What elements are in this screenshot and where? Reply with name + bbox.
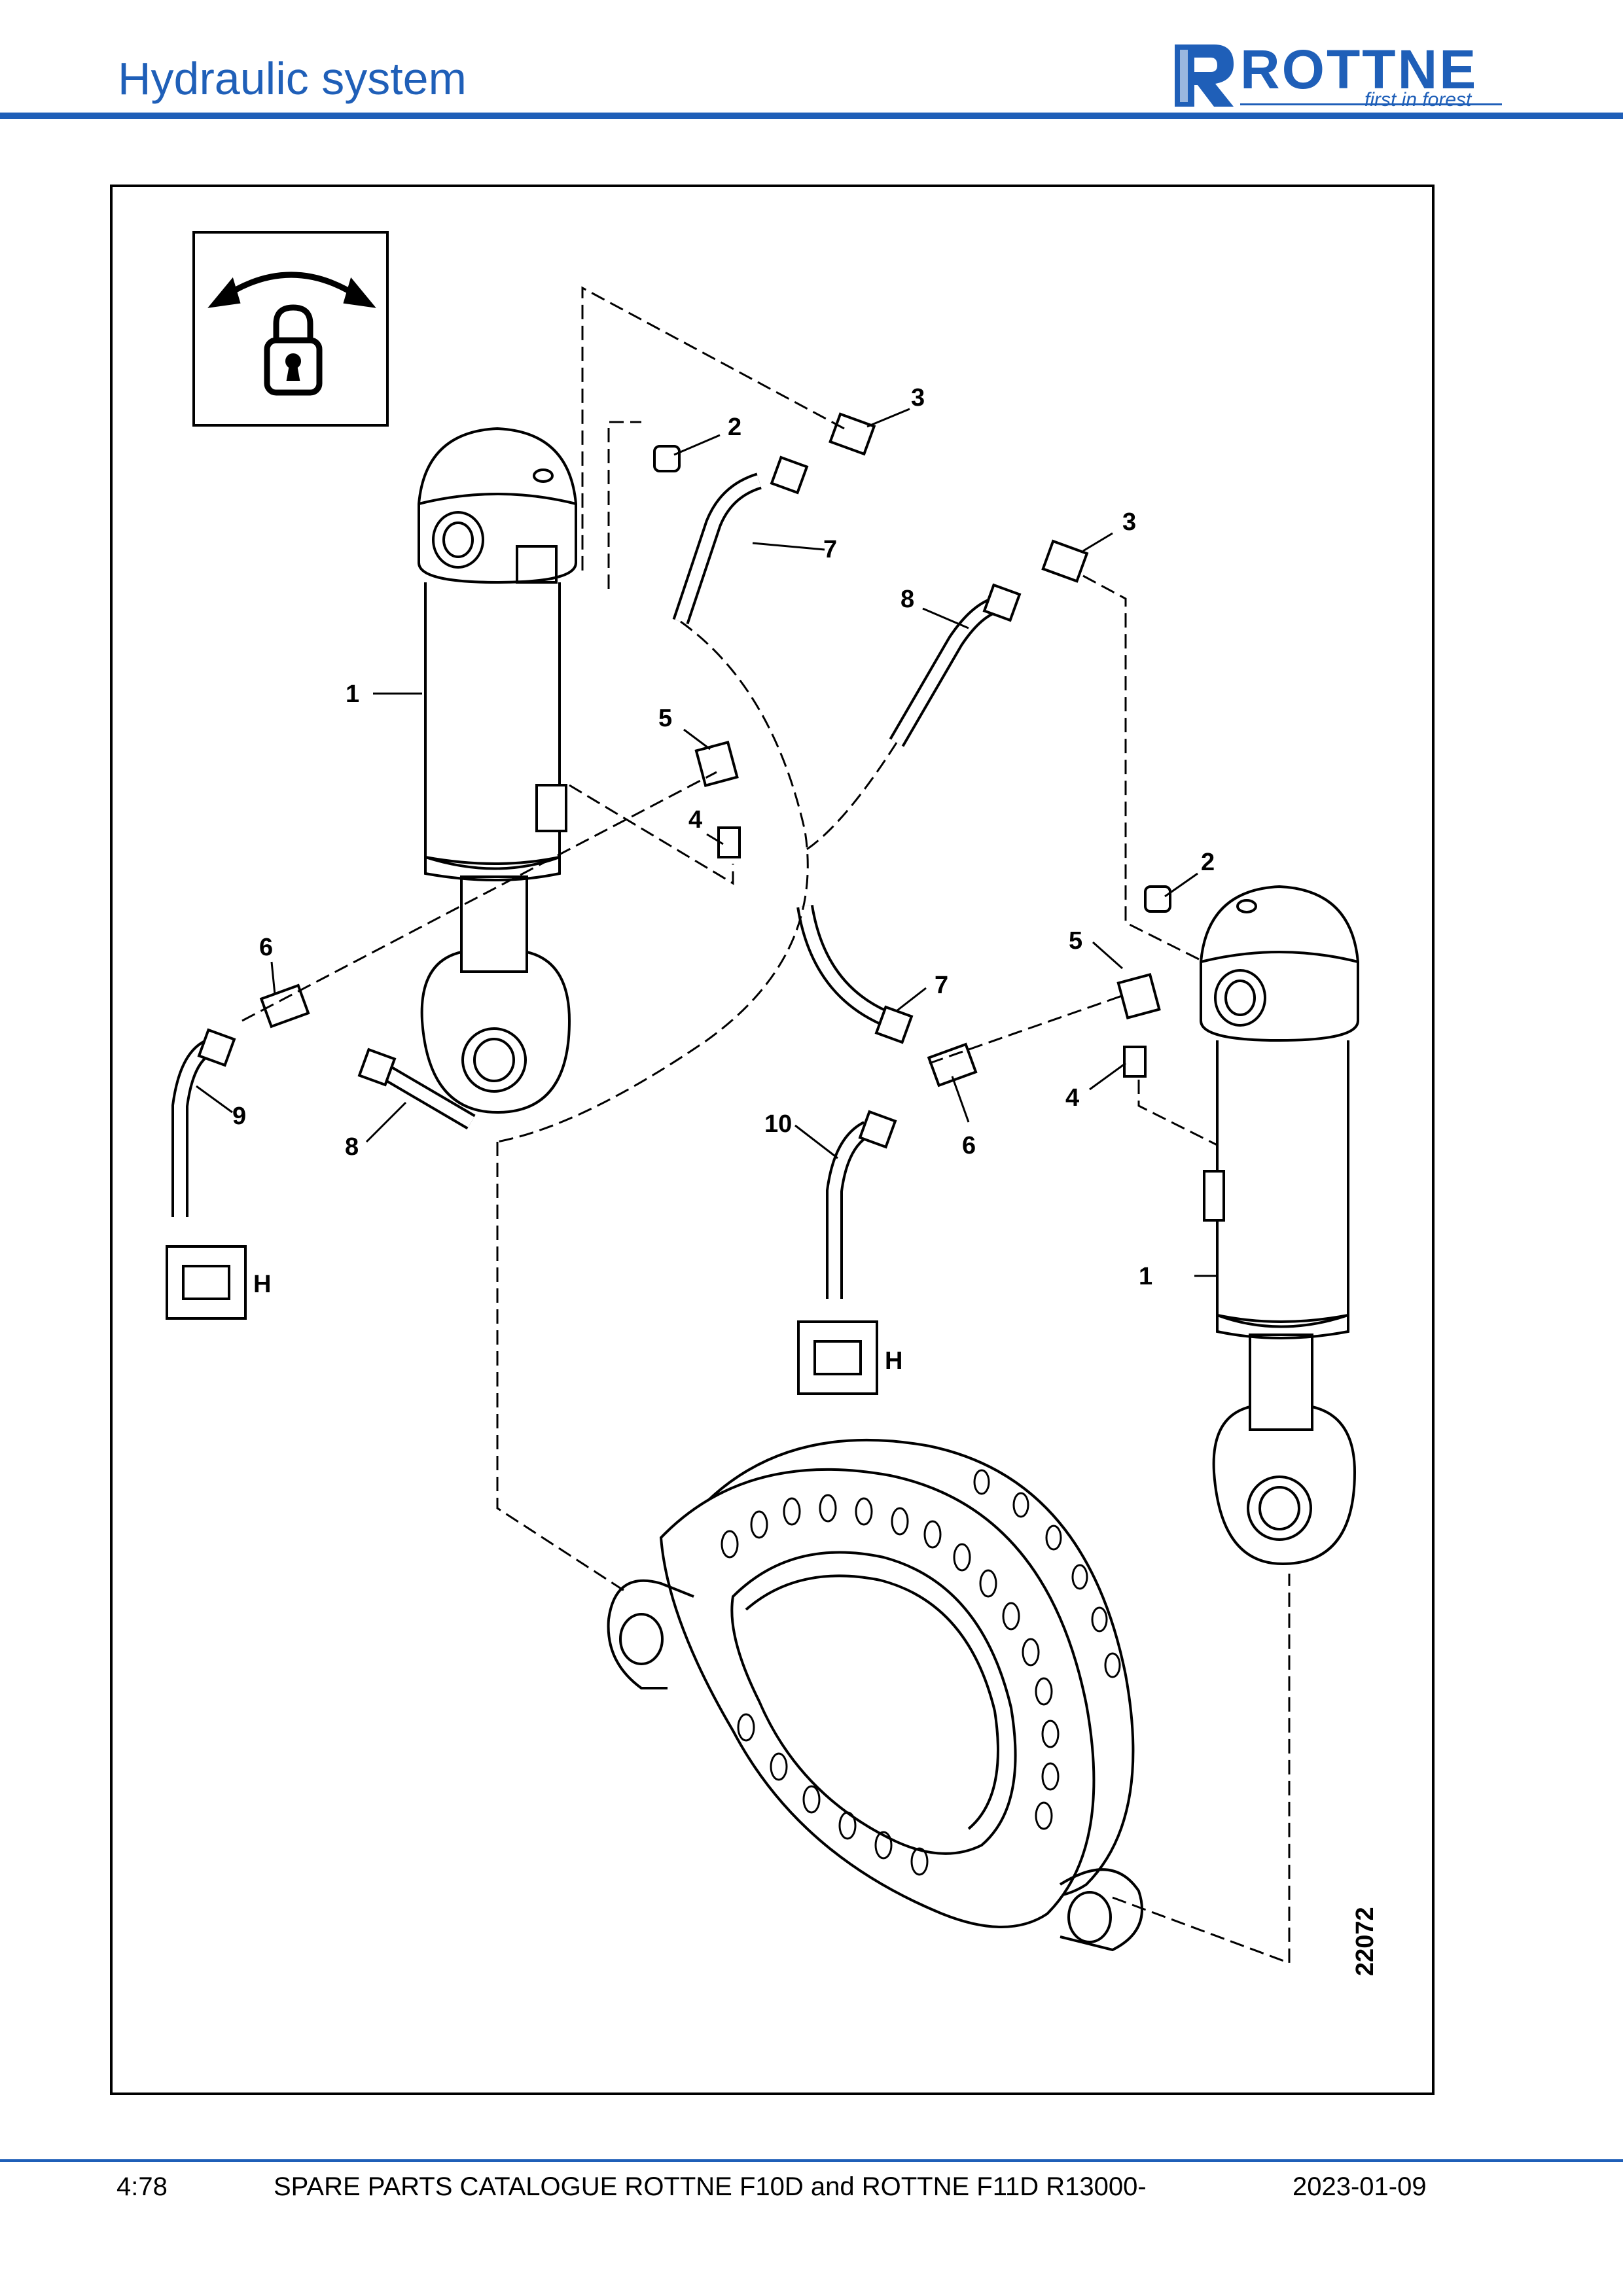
rottne-logo: ROTTNE first in forest bbox=[1168, 38, 1508, 111]
rottne-r-mark-icon bbox=[1175, 44, 1234, 107]
callout-4-right: 4 bbox=[1065, 1084, 1079, 1112]
padlock-icon bbox=[264, 304, 323, 396]
cylinder-left bbox=[418, 427, 577, 1114]
callout-6-right: 6 bbox=[962, 1132, 976, 1159]
callout-2-left: 2 bbox=[728, 414, 741, 441]
callout-8-bottom: 8 bbox=[345, 1133, 359, 1161]
callout-2-right: 2 bbox=[1201, 849, 1215, 876]
footer-rule bbox=[0, 2159, 1623, 2162]
brand-underline bbox=[1240, 103, 1502, 105]
callout-9: 9 bbox=[232, 1103, 246, 1130]
callout-7-top: 7 bbox=[823, 536, 837, 563]
fittings bbox=[197, 412, 1171, 1149]
callout-1-left: 1 bbox=[346, 680, 359, 708]
callout-6-left: 6 bbox=[259, 934, 273, 961]
hydraulic-label-right: H bbox=[885, 1347, 902, 1375]
callout-3-left: 3 bbox=[911, 384, 925, 412]
hoses bbox=[171, 472, 998, 1299]
slew-lock-symbol bbox=[192, 231, 389, 427]
brand-tagline: first in forest bbox=[1364, 89, 1472, 111]
ring-bolt-holes bbox=[721, 1469, 1121, 1876]
callout-8-top: 8 bbox=[901, 586, 914, 613]
page-title: Hydraulic system bbox=[118, 53, 467, 104]
routing-lines bbox=[241, 286, 1291, 1965]
callout-3-right: 3 bbox=[1122, 508, 1136, 536]
callout-5-left: 5 bbox=[658, 705, 672, 732]
catalogue-title: SPARE PARTS CATALOGUE ROTTNE F10D and RO… bbox=[274, 2172, 1147, 2201]
catalogue-date: 2023-01-09 bbox=[1293, 2172, 1427, 2201]
cylinder-right bbox=[1200, 885, 1359, 1566]
callout-1-right: 1 bbox=[1139, 1263, 1152, 1290]
diagram-frame bbox=[110, 185, 1435, 2095]
slewing-ring bbox=[607, 1438, 1143, 1952]
header-rule bbox=[0, 113, 1623, 119]
callout-leaders bbox=[196, 408, 1217, 1277]
callout-5-right: 5 bbox=[1069, 927, 1082, 955]
callout-4-left: 4 bbox=[688, 806, 702, 834]
drawing-number: 22072 bbox=[1351, 1907, 1379, 1976]
brand-name: ROTTNE bbox=[1240, 39, 1478, 100]
hydraulic-connection-symbols bbox=[166, 1245, 878, 1395]
page-number: 4:78 bbox=[116, 2172, 168, 2201]
callout-10: 10 bbox=[764, 1110, 792, 1138]
callout-7-bottom: 7 bbox=[935, 972, 948, 999]
hydraulic-label-left: H bbox=[253, 1271, 271, 1298]
